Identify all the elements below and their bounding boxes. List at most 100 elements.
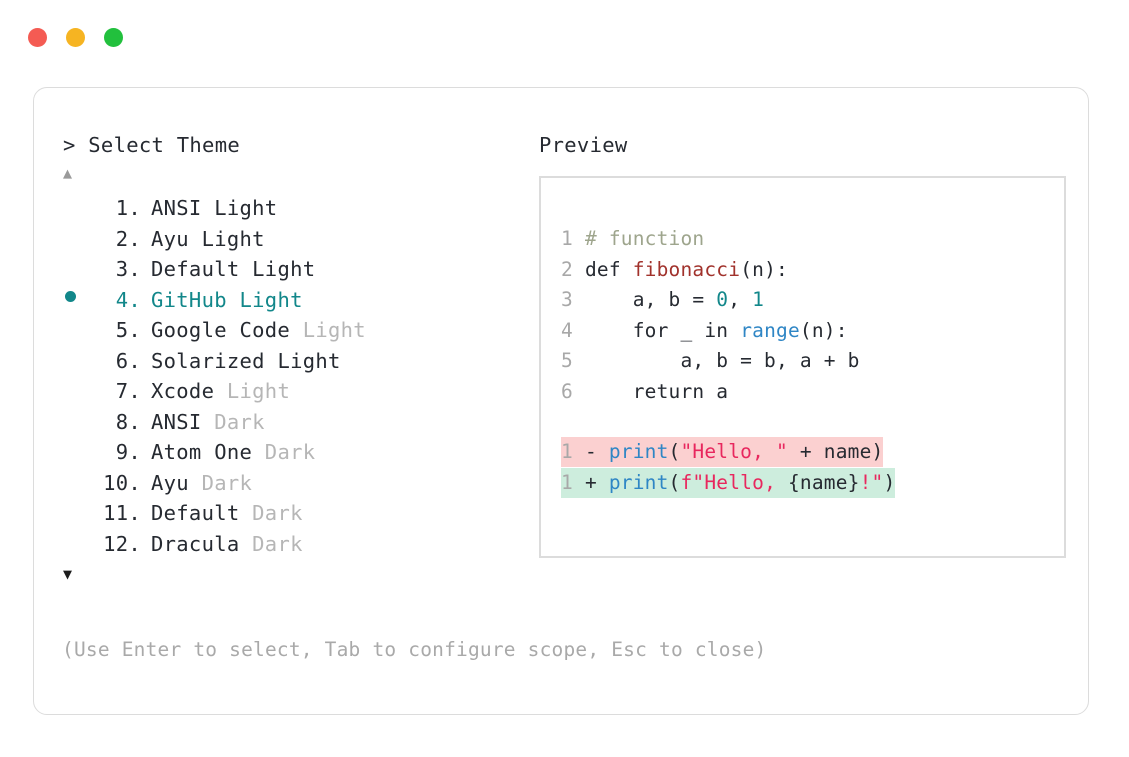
code-line: 4 for _ in range(n):: [561, 316, 1058, 347]
code-token: return a: [584, 379, 729, 403]
code-line: 5 a, b = b, a + b: [561, 346, 1058, 377]
code-token: 0: [716, 288, 729, 311]
line-number: 5: [561, 349, 573, 372]
theme-item-name: ANSI: [151, 196, 202, 220]
theme-item-number: 12.: [103, 531, 141, 556]
theme-item-number: 8.: [115, 409, 141, 434]
page-title: > Select Theme: [63, 133, 240, 157]
theme-selector-panel: > Select Theme ▲ 1. ANSI Light 2. Ayu Light…: [63, 132, 533, 585]
code-token: (n):: [740, 257, 788, 281]
line-number: 2: [561, 257, 573, 281]
diff-added-line: 1 + print(f"Hello, {name}!"): [561, 467, 1058, 499]
theme-item-number: 11.: [103, 501, 141, 525]
code-token: (: [668, 440, 681, 463]
minimize-dot[interactable]: [66, 28, 85, 47]
code-token: (: [668, 470, 681, 494]
code-token: fibonacci: [632, 257, 741, 281]
code-token: ): [883, 470, 896, 494]
theme-list-item[interactable]: 3.Default Light: [63, 254, 533, 285]
code-token: print: [608, 440, 669, 463]
code-token: 1: [752, 288, 765, 311]
theme-item-name: Solarized: [151, 348, 265, 373]
theme-item-number: 3.: [115, 257, 141, 281]
line-number: 4: [561, 318, 573, 342]
code-line: 6 return a: [561, 377, 1058, 408]
spacer: [240, 529, 253, 560]
theme-item-name: Xcode: [151, 379, 215, 403]
diff-lines: 1 - print("Hello, " + name)1 + print(f"H…: [561, 437, 1058, 498]
theme-list-item[interactable]: 8. ANSI Dark: [63, 407, 533, 438]
theme-item-variant: Light: [239, 287, 303, 312]
spacer: [202, 407, 215, 438]
spacer: [252, 437, 265, 468]
theme-list-item[interactable]: 6. Solarized Light: [63, 346, 533, 377]
line-number: 3: [561, 288, 573, 311]
theme-item-number: 10.: [103, 470, 141, 495]
window-titlebar: [28, 28, 123, 47]
theme-item-variant: Light: [277, 348, 341, 373]
theme-list-item[interactable]: 2.Ayu Light: [63, 224, 533, 255]
theme-list-item[interactable]: 7.Xcode Light: [63, 376, 533, 407]
theme-item-number: 5.: [115, 318, 141, 342]
theme-item-variant: Dark: [214, 409, 265, 434]
diff-marker: -: [573, 440, 609, 463]
gutter-space: [573, 349, 585, 372]
line-number: 1: [561, 227, 573, 250]
theme-item-variant: Dark: [264, 440, 316, 464]
spacer: [189, 468, 202, 499]
theme-list-item[interactable]: 10. Ayu Dark: [63, 468, 533, 499]
code-token: ,: [728, 288, 753, 311]
theme-item-name: Default: [151, 257, 240, 281]
preview-label: Preview: [539, 133, 628, 157]
code-token: a, b =: [584, 288, 717, 311]
code-token: print: [608, 470, 669, 494]
diff-line-number: 1: [561, 440, 573, 463]
gutter-space: [573, 227, 585, 250]
theme-item-name: ANSI: [151, 409, 202, 434]
theme-list-item[interactable]: 1.ANSI Light: [63, 193, 533, 224]
theme-item-number: 1.: [115, 196, 141, 220]
gutter-space: [573, 380, 585, 403]
spacer: [214, 376, 227, 407]
theme-item-variant: Dark: [201, 470, 253, 495]
scroll-up-icon[interactable]: ▲: [63, 164, 73, 182]
scroll-down-icon[interactable]: ▼: [63, 565, 73, 583]
spacer: [202, 193, 215, 224]
code-token: + name): [787, 440, 884, 463]
code-token: f"Hello,: [680, 470, 788, 494]
theme-list-item[interactable]: 4.GitHub Light: [63, 285, 533, 316]
gutter-space: [573, 258, 585, 281]
theme-item-name: Dracula: [151, 531, 240, 556]
theme-list-item[interactable]: 9.Atom One Dark: [63, 437, 533, 468]
theme-item-name: Default: [151, 501, 240, 525]
theme-list-item[interactable]: 12.Dracula Dark: [63, 529, 533, 560]
theme-item-name: Ayu: [151, 226, 189, 251]
theme-item-number: 2.: [115, 226, 141, 251]
code-token: "Hello, ": [680, 440, 788, 463]
theme-item-name: Google Code: [151, 318, 291, 342]
theme-item-variant: Light: [226, 379, 291, 403]
spacer: [227, 285, 240, 316]
code-token: (n):: [799, 318, 848, 342]
theme-item-number: 6.: [115, 348, 141, 373]
spacer: [240, 498, 253, 529]
maximize-dot[interactable]: [104, 28, 123, 47]
code-token: {name}: [787, 470, 860, 494]
diff-marker: +: [573, 470, 609, 494]
spacer: [290, 315, 303, 346]
gutter-space: [573, 288, 585, 311]
selected-bullet-icon: [65, 290, 76, 302]
code-line: 2 def fibonacci(n):: [561, 255, 1058, 286]
theme-list-item[interactable]: 5.Google Code Light: [63, 315, 533, 346]
code-token: def: [584, 257, 633, 281]
theme-item-name: Ayu: [151, 470, 189, 495]
code-line: 3 a, b = 0, 1: [561, 285, 1058, 316]
close-dot[interactable]: [28, 28, 47, 47]
diff-highlight: 1 - print("Hello, " + name): [561, 437, 884, 467]
theme-list-item[interactable]: 11.Default Dark: [63, 498, 533, 529]
